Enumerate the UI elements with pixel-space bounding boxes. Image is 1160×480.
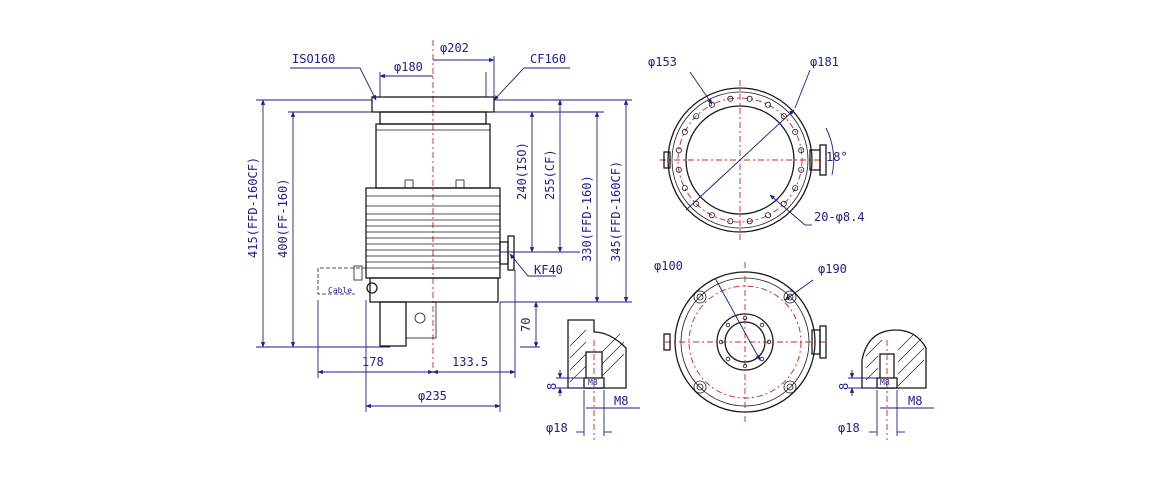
inner-bolt-hole [718, 339, 724, 345]
bolt-hole [746, 218, 753, 225]
bolt-hole [792, 185, 799, 192]
flange-outer [667, 87, 813, 233]
dim-phi190 [784, 279, 814, 301]
bolt-hole [693, 113, 700, 120]
label-m8-right: M8 [908, 394, 922, 408]
inner-bolt-hole [759, 356, 765, 362]
mount-hole [693, 290, 707, 304]
flange-bore [685, 105, 795, 215]
inner-bolt-hole [725, 322, 731, 328]
label-133: 133.5 [452, 355, 488, 369]
dim-phi100 [714, 277, 761, 361]
bolt-hole [708, 212, 715, 219]
leader-holes [769, 194, 806, 226]
bolt-hole [693, 200, 700, 207]
label-cable: Cable [328, 286, 352, 295]
mount-hole [783, 380, 797, 394]
label-255: 255(CF) [543, 149, 557, 200]
dim-phi181 [685, 109, 795, 211]
bolt-hole [681, 185, 688, 192]
detail-right: 8 φ18 M8 M8 [837, 329, 934, 440]
mark-right: M8 [880, 378, 890, 387]
label-70: 70 [519, 318, 533, 332]
cooling-fins [366, 195, 500, 269]
label-phi100: φ100 [654, 259, 683, 273]
bolt-hole [765, 101, 772, 108]
mount-hole [693, 380, 707, 394]
mount-hole [696, 383, 704, 391]
bolt-hole [765, 212, 772, 219]
label-345: 345(FFD-160CF) [609, 161, 623, 262]
label-phi153: φ153 [648, 55, 677, 69]
bolt-hole [727, 218, 734, 225]
label-m8-left: M8 [614, 394, 628, 408]
bolt-hole [681, 128, 688, 135]
label-kf40: KF40 [534, 263, 563, 277]
cable-line [317, 267, 366, 295]
label-phi202: φ202 [440, 41, 469, 55]
detail-left: 8 φ18 M8 M8 [545, 319, 640, 440]
inner-bolt-hole [725, 356, 731, 362]
label-depth-right: 8 [837, 383, 851, 390]
label-phi180: φ180 [394, 60, 423, 74]
label-phi181: φ181 [810, 55, 839, 69]
label-angle: 18° [826, 150, 848, 164]
bolt-hole [780, 200, 787, 207]
leader-phi153 [689, 71, 713, 105]
mark-left: M8 [588, 378, 598, 387]
bolt-hole [727, 95, 734, 102]
leader-cf160 [493, 67, 570, 101]
bolt-hole [675, 166, 682, 173]
bolt-hole [708, 101, 715, 108]
mount-hole [696, 293, 704, 301]
label-iso160: ISO160 [292, 52, 335, 66]
label-400: 400(FF-160) [276, 179, 290, 258]
label-phi235: φ235 [418, 389, 447, 403]
label-330: 330(FFD-160) [580, 175, 594, 262]
bolt-hole [780, 113, 787, 120]
label-415: 415(FFD-160CF) [246, 157, 260, 258]
lower-base [369, 277, 499, 303]
bottom-mount-holes [693, 290, 797, 394]
label-240: 240(ISO) [515, 142, 529, 200]
label-178: 178 [362, 355, 384, 369]
bolt-hole [798, 166, 805, 173]
inner-bolt-hole [742, 363, 748, 369]
mount-hole [783, 290, 797, 304]
inner-bolt-hole [759, 322, 765, 328]
label-phi18-left: φ18 [546, 421, 568, 435]
bolt-hole [798, 147, 805, 154]
label-phi190: φ190 [818, 262, 847, 276]
kf40-port [499, 241, 509, 265]
bolt-hole [675, 147, 682, 154]
top-view-flange: φ153 φ181 18° 20-φ8.4 [648, 55, 865, 240]
bolt-hole [792, 128, 799, 135]
flange-bolt-holes [675, 95, 805, 225]
bottom-view: φ100 φ190 [654, 259, 847, 422]
angle-arc [825, 127, 835, 176]
label-phi18-right: φ18 [838, 421, 860, 435]
label-cf160: CF160 [530, 52, 566, 66]
inner-bolt-hole [766, 339, 772, 345]
mount-hole [786, 293, 794, 301]
leader-iso160 [290, 67, 377, 101]
cable-connector [366, 282, 378, 294]
side-view: ISO160 φ202 φ180 CF160 415(FFD-160CF) 40… [246, 40, 632, 412]
bolt-hole [746, 95, 753, 102]
label-holes: 20-φ8.4 [814, 210, 865, 224]
electronics-box [379, 301, 407, 347]
label-depth-left: 8 [545, 383, 559, 390]
leader-kf40 [509, 253, 556, 277]
mount-hole [786, 383, 794, 391]
inner-bolt-hole [742, 315, 748, 321]
